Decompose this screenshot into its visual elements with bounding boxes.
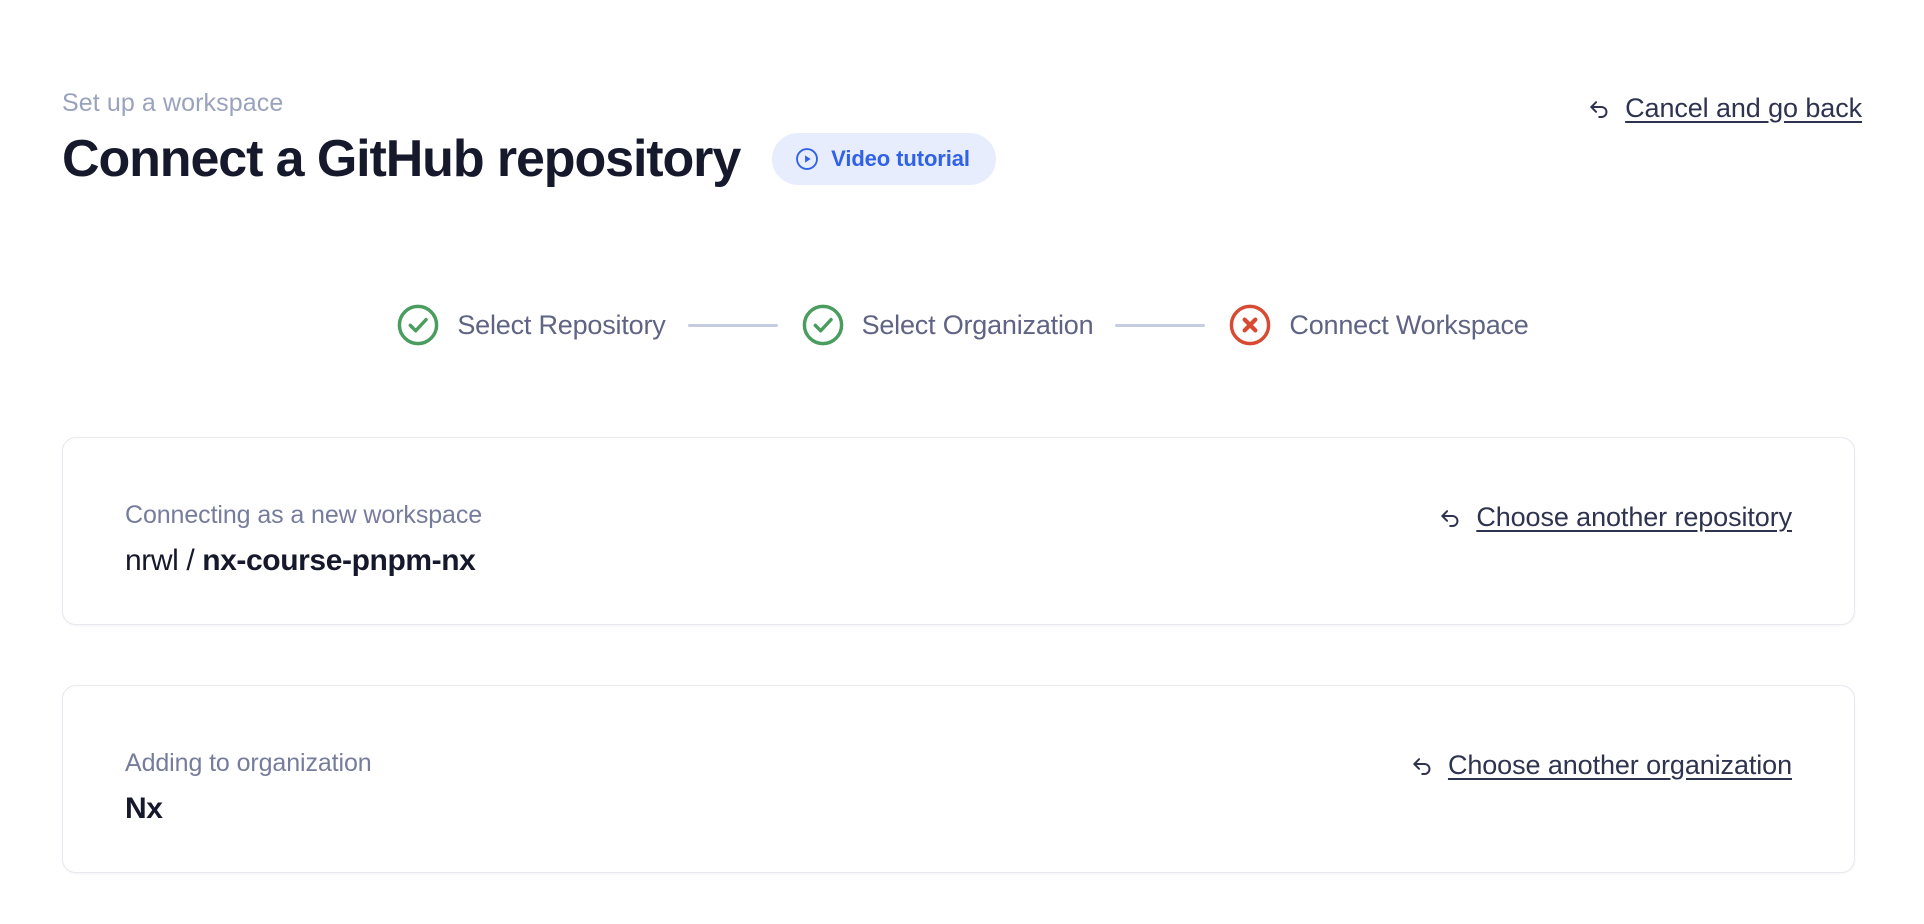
repository-card: Connecting as a new workspace nrwl / nx-… <box>62 437 1855 625</box>
repository-caption: Connecting as a new workspace <box>125 501 483 529</box>
organization-info: Adding to organization Nx <box>125 748 372 827</box>
breadcrumb: Set up a workspace <box>62 89 284 117</box>
step-label-select-organization: Select Organization <box>861 309 1094 340</box>
step-connect-workspace[interactable]: Connect Workspace <box>1227 302 1529 348</box>
step-select-organization[interactable]: Select Organization <box>800 302 1094 348</box>
organization-name: Nx <box>125 792 163 825</box>
cancel-and-go-back-label: Cancel and go back <box>1625 93 1862 123</box>
x-circle-icon <box>1227 302 1273 348</box>
repository-info: Connecting as a new workspace nrwl / nx-… <box>125 500 482 579</box>
repository-owner: nrwl <box>125 544 179 577</box>
repository-separator: / <box>178 544 203 577</box>
stepper-connector-1 <box>687 323 778 327</box>
play-circle-icon <box>794 146 820 172</box>
video-tutorial-button[interactable]: Video tutorial <box>772 133 996 185</box>
choose-another-repository-link[interactable]: Choose another repository <box>1436 502 1792 533</box>
organization-caption: Adding to organization <box>125 749 372 777</box>
organization-card: Adding to organization Nx Choose another… <box>62 685 1855 873</box>
choose-another-organization-label: Choose another organization <box>1447 750 1792 780</box>
check-circle-icon <box>800 302 846 348</box>
check-circle-icon <box>395 302 441 348</box>
repository-value: nrwl / nx-course-pnpm-nx <box>125 543 482 579</box>
video-tutorial-label: Video tutorial <box>831 146 970 171</box>
choose-another-organization-link[interactable]: Choose another organization <box>1408 750 1792 781</box>
choose-another-repository-label: Choose another repository <box>1476 502 1792 532</box>
stepper-connector-2 <box>1115 323 1206 327</box>
step-label-select-repository: Select Repository <box>457 309 666 340</box>
step-select-repository[interactable]: Select Repository <box>395 302 666 348</box>
page-title: Connect a GitHub repository <box>62 130 741 188</box>
repository-name: nx-course-pnpm-nx <box>202 544 476 577</box>
back-arrow-icon <box>1436 504 1464 532</box>
page-header: Set up a workspace Connect a GitHub repo… <box>62 88 1862 208</box>
back-arrow-icon <box>1408 752 1436 780</box>
title-row: Connect a GitHub repository Video tutori… <box>62 129 1862 189</box>
back-arrow-icon <box>1585 95 1613 123</box>
step-label-connect-workspace: Connect Workspace <box>1289 309 1529 340</box>
cancel-and-go-back-link[interactable]: Cancel and go back <box>1585 93 1862 124</box>
progress-stepper: Select Repository Select Organization Co… <box>0 302 1924 348</box>
